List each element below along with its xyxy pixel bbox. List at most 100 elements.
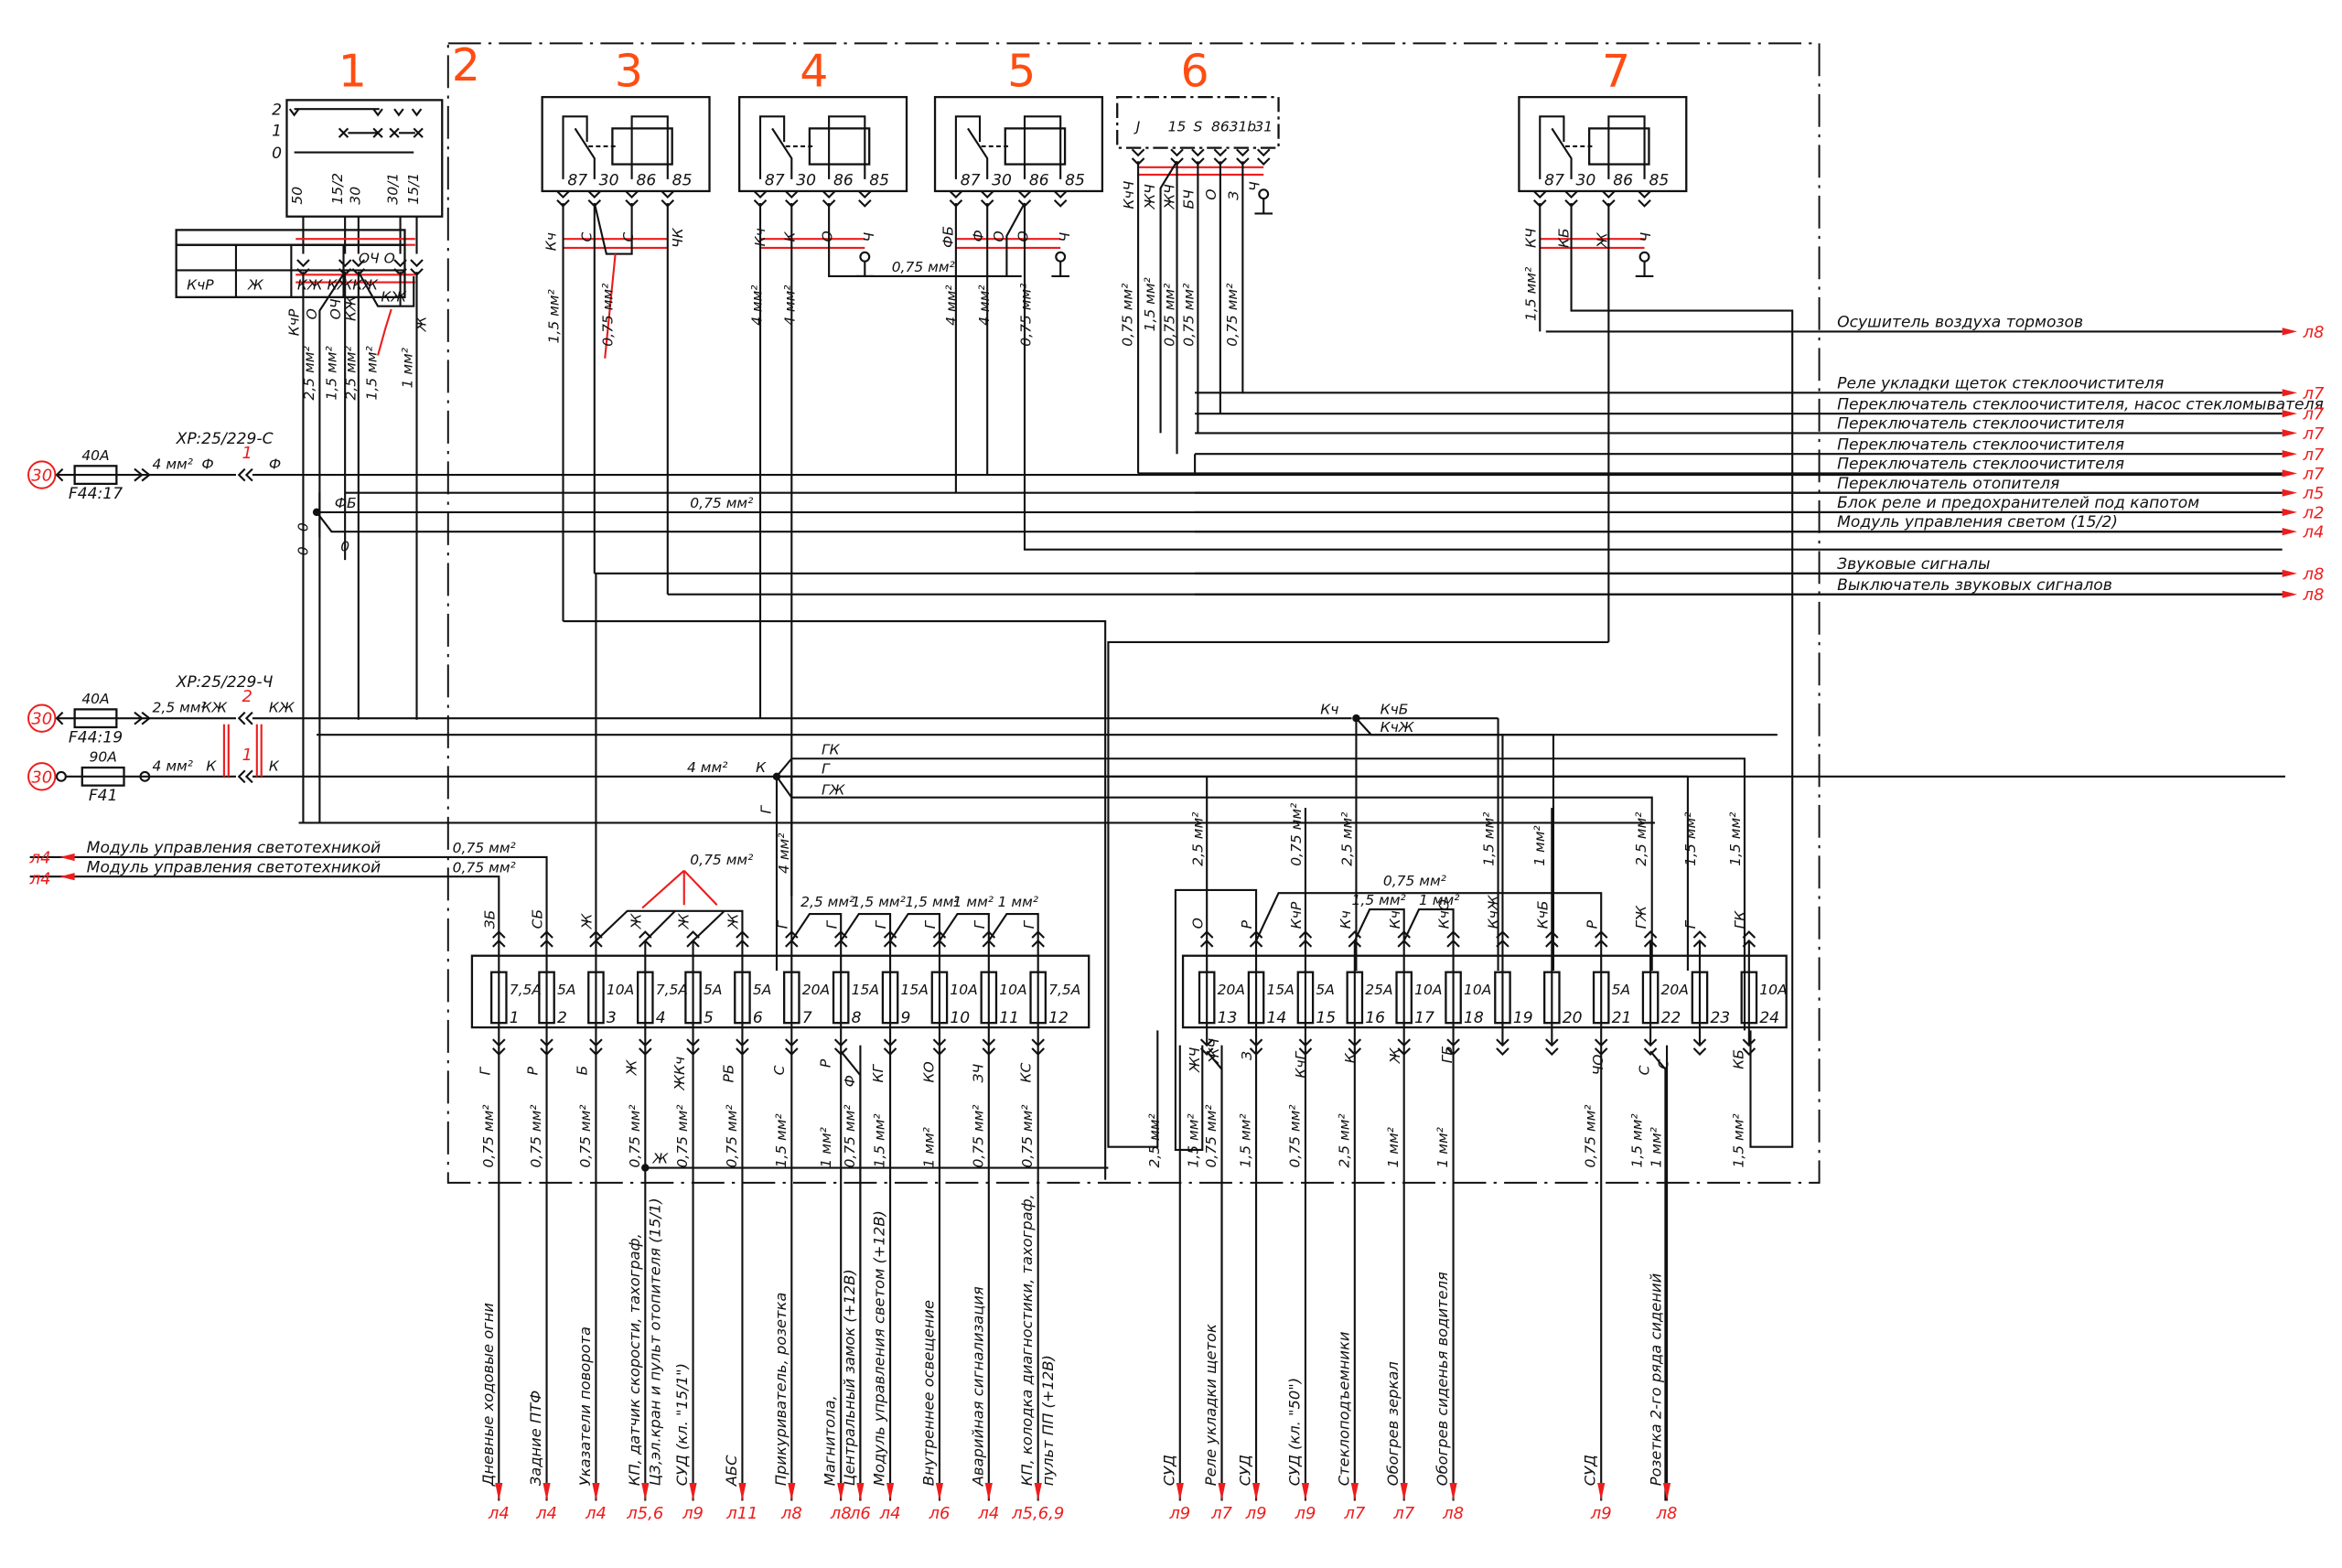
wire-color: 0 <box>340 538 349 554</box>
page-ref: л8 <box>2303 585 2325 605</box>
wire-size: 0,75 мм² <box>842 1104 858 1167</box>
fuse-rating: 7,5А <box>510 982 542 998</box>
page-ref: л2 <box>2303 503 2325 522</box>
fuse-in-wire: Кч <box>1387 910 1403 929</box>
switch-terminal-2: 30 <box>347 187 363 205</box>
fuse-number: 11 <box>999 1009 1019 1027</box>
wire-color: Ч <box>1057 231 1073 242</box>
wire-size: 4 мм² <box>153 456 193 473</box>
page-ref: л5,6,9 <box>1011 1504 1064 1523</box>
fuse-rating: 90А <box>89 749 116 766</box>
wire-size: 0,75 мм² <box>577 1104 594 1167</box>
wire <box>1107 640 1609 1148</box>
fuse-in-wire: КчР <box>1288 901 1305 929</box>
arrow-down-icon <box>1034 1482 1042 1501</box>
bottom-output-label: Розетка 2-го ряда сидений <box>1648 1273 1665 1486</box>
wire-size: 1 мм² <box>998 894 1038 910</box>
fuse-in-wire: Г <box>922 919 939 929</box>
wire-size: 0,75 мм² <box>970 1104 986 1167</box>
relay-pin-86: 86 <box>833 171 854 189</box>
right-output-label: Осушитель воздуха тормозов <box>1837 313 2083 331</box>
terminal-label: 30 <box>31 768 52 787</box>
switch-wire-color-0: КчР <box>286 308 303 336</box>
wire-size: 2,5 мм² <box>1146 1113 1163 1167</box>
fuse-out-wire: Ж <box>624 1058 640 1076</box>
relay-pin-87: 87 <box>567 171 587 189</box>
fuse-number: 17 <box>1414 1009 1434 1027</box>
relay-3-coil <box>611 127 673 166</box>
relay-5-coil-leads <box>1023 115 1062 179</box>
wire-color: КЖ <box>269 700 295 716</box>
fuse-in-wire: Р <box>1584 919 1600 929</box>
wire-size: 2,5 мм² <box>153 700 207 716</box>
block-number-7: 7 <box>1602 46 1630 98</box>
fuse-in-wire: Г <box>972 919 988 929</box>
wire-size: 1,5 мм² <box>1522 267 1539 321</box>
wire-color: Ф <box>201 456 213 473</box>
wire-color: ГЖ <box>822 781 846 798</box>
ignition-switch-box <box>285 99 444 218</box>
fuse-number: 12 <box>1048 1009 1069 1027</box>
wire-color: ФБ <box>335 495 357 511</box>
fuse-in-wire: Р <box>1239 919 1255 929</box>
arrow-right-icon <box>2282 429 2298 437</box>
page-ref: л4 <box>29 869 51 888</box>
fuse-id: F41 <box>89 787 118 805</box>
fuse-id: F44:19 <box>69 728 123 746</box>
fuse-rating: 40А <box>81 447 109 464</box>
fuse-out-wire: ЧО <box>1590 1054 1606 1075</box>
fuse-out-wire: КО <box>920 1061 937 1082</box>
switch-terminal-4: 15/1 <box>405 173 422 205</box>
fuse-out-wire: С <box>1656 1059 1672 1069</box>
connector-pin <box>134 711 151 725</box>
bottom-output-label: Задние ПТФ <box>527 1391 544 1486</box>
fuse-rating: 5А <box>753 982 771 998</box>
fuse-icon <box>73 708 118 729</box>
arrow-down-icon <box>1350 1482 1359 1501</box>
fuse-number: 18 <box>1464 1009 1484 1027</box>
wire-color: О <box>991 231 1007 242</box>
fuse-number: 16 <box>1365 1009 1385 1027</box>
switch-terminal-1: 15/2 <box>329 173 346 205</box>
fuse-rating: 10А <box>1759 982 1787 998</box>
arrow-right-icon <box>2282 569 2298 577</box>
arrow-down-icon <box>1400 1482 1408 1501</box>
page-ref: л4 <box>535 1504 557 1523</box>
block-2-frame <box>446 42 1821 1184</box>
wire-size: 4 мм² <box>153 757 193 774</box>
relay-7-switch <box>1551 127 1573 179</box>
wire-size: 1,5 мм² <box>1730 1113 1746 1167</box>
relay-pin-85: 85 <box>672 171 693 189</box>
fuse-out-wire: ЖКч <box>671 1057 688 1091</box>
wiper-pin-2: S <box>1193 119 1202 135</box>
fuse-rating: 15А <box>852 982 879 998</box>
wire-color: КчБ <box>1380 701 1409 717</box>
wire-size: 1,5 мм² <box>905 894 959 910</box>
wire-size: 0,75 мм² <box>674 1104 691 1167</box>
block-number-4: 4 <box>800 46 828 98</box>
switch-wire-size-4: 1 мм² <box>400 348 416 388</box>
wire-gzh <box>776 776 1653 972</box>
wire-color: Г <box>757 805 774 814</box>
fuse-out-wire: РБ <box>721 1064 737 1082</box>
block-number-5: 5 <box>1007 46 1036 98</box>
wire-size: 4 мм² <box>776 833 792 874</box>
arrow-down-icon <box>689 1482 697 1501</box>
ground-terminal-icon <box>1055 251 1067 263</box>
bottom-output-label: СУД <box>1237 1455 1254 1486</box>
relay-5-box <box>933 95 1104 193</box>
bottom-output-label: Прикуриватель, розетка <box>772 1293 790 1487</box>
wiper-wire-color-2: ЖЧ <box>1161 184 1177 210</box>
fuse-in-wire: О <box>1189 918 1206 929</box>
fuse-number: 19 <box>1513 1009 1533 1027</box>
relay-4-box <box>738 95 908 193</box>
fuse-rating: 20А <box>1661 982 1689 998</box>
wire-color: О <box>1015 231 1031 242</box>
right-output-label: Переключатель стеклоочистителя <box>1837 435 2124 454</box>
relay-3-switch <box>574 127 596 179</box>
wiper-wire-size-4: 0,75 мм² <box>1224 284 1241 347</box>
block-number-6: 6 <box>1181 46 1209 98</box>
switch-table-header <box>175 229 406 246</box>
fuse-out-wire: ЗЧ <box>970 1064 986 1083</box>
switch-terminal-0: 50 <box>289 187 306 205</box>
